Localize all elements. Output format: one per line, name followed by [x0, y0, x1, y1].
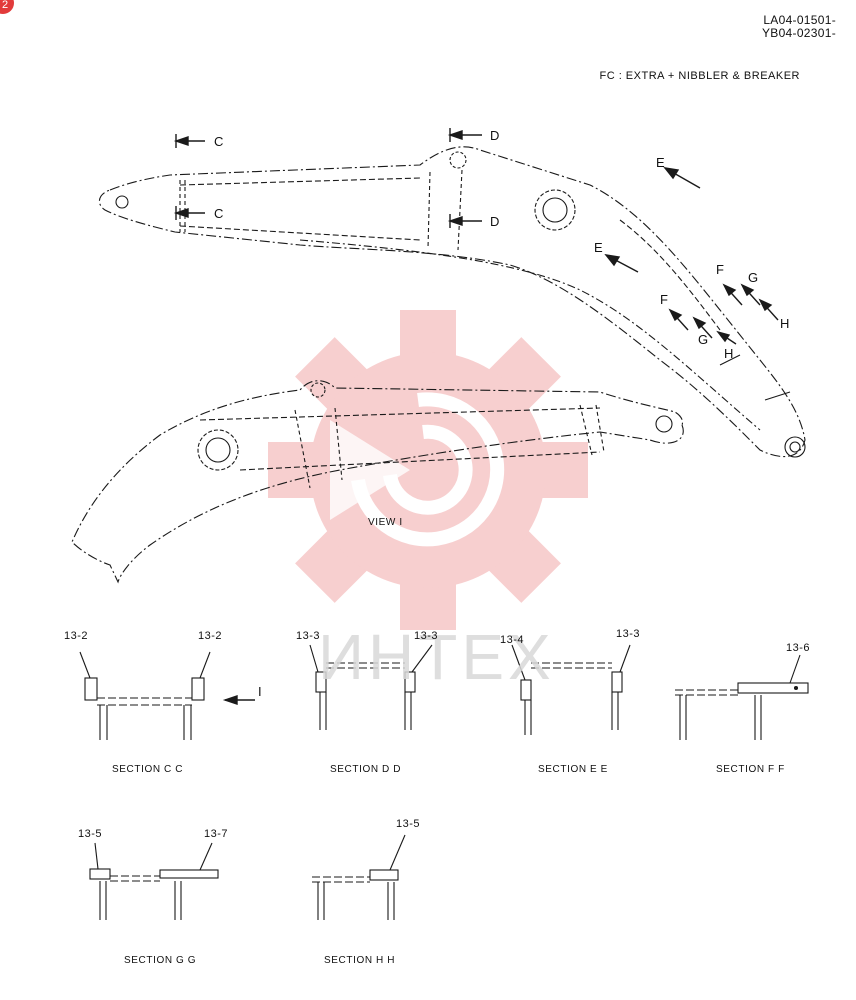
upper-boom: [98, 146, 806, 458]
marker-f-upper: F: [716, 262, 725, 277]
section-ff-drawing: [675, 654, 809, 740]
view-i-boom: [71, 380, 684, 584]
section-title-dd: SECTION D D: [330, 764, 402, 775]
marker-h-upper: H: [780, 316, 790, 331]
serial-number-2: YB04-02301-: [761, 26, 836, 40]
marker-f-lower: F: [660, 292, 669, 307]
serial-number-1: LA04-01501-: [763, 13, 836, 27]
section-dd-drawing: [309, 644, 433, 730]
section-title-gg: SECTION G G: [124, 955, 197, 966]
marker-c-top: C: [214, 134, 224, 149]
part-label-ee-right: 13-3: [616, 628, 641, 640]
section-gg-drawing: [89, 842, 219, 920]
section-title-ee: SECTION E E: [538, 764, 608, 775]
watermark-text: ИНТЕХ: [318, 621, 555, 693]
part-label-hh: 13-5: [396, 818, 421, 830]
marker-g-upper: G: [748, 270, 759, 285]
part-label-cc-left: 13-2: [64, 630, 89, 642]
marker-g-lower: G: [698, 332, 709, 347]
part-label-gg-left: 13-5: [78, 828, 103, 840]
section-title-ff: SECTION F F: [716, 764, 785, 775]
marker-c-bottom: C: [214, 206, 224, 221]
section-title-hh: SECTION H H: [324, 955, 396, 966]
part-label-cc-right: 13-2: [198, 630, 223, 642]
view-i-label: VIEW I: [368, 517, 403, 528]
section-hh-drawing: [312, 834, 406, 920]
marker-d-top: D: [490, 128, 500, 143]
part-label-gg-right: 13-7: [204, 828, 229, 840]
corner-badge: 2: [0, 0, 14, 14]
marker-e-bottom: E: [594, 240, 604, 255]
marker-e-top: E: [656, 155, 666, 170]
section-title-cc: SECTION C C: [112, 764, 184, 775]
section-cc-drawing: [79, 651, 211, 740]
serial-block: LA04-01501- YB04-02301-: [762, 14, 836, 40]
watermark-logo: [268, 310, 588, 630]
marker-i-arrow: I: [258, 684, 263, 699]
section-ee-drawing: [511, 644, 631, 735]
marker-h-lower: H: [724, 346, 734, 361]
corner-badge-label: 2: [1, 0, 9, 11]
part-label-dd-left: 13-3: [296, 630, 321, 642]
part-label-ff: 13-6: [786, 642, 811, 654]
part-label-ee-left: 13-4: [500, 634, 525, 646]
spec-label: FC : EXTRA + NIBBLER & BREAKER: [599, 70, 800, 82]
part-label-dd-right: 13-3: [414, 630, 439, 642]
marker-d-bottom: D: [490, 214, 500, 229]
section-markers: [173, 128, 779, 345]
